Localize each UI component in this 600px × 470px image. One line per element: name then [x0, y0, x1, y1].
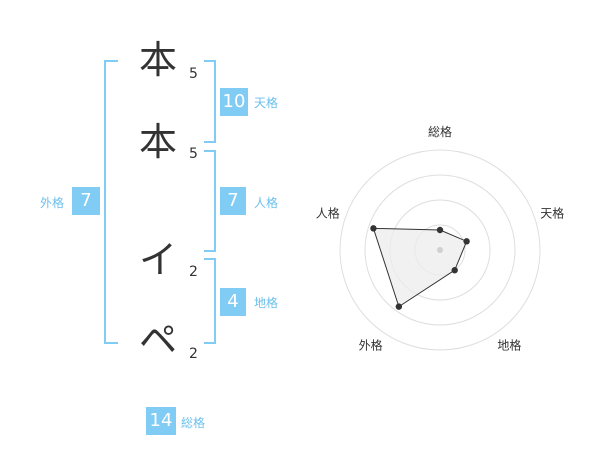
radar-center-dot	[437, 247, 443, 253]
radar-point-5	[370, 225, 377, 232]
chikaku-label: 地格	[254, 296, 279, 310]
soukaku-label: 総格	[181, 416, 206, 430]
radar-point-4	[395, 303, 403, 310]
name-char-4: ペ	[138, 318, 177, 362]
jinkaku-label: 人格	[254, 196, 279, 210]
stroke-count-4: 2	[189, 346, 198, 362]
jinkaku-value-box: 7	[220, 187, 246, 215]
name-char-3: イ	[138, 238, 177, 282]
name-char-2: 本	[138, 120, 177, 164]
radar-point-1	[436, 226, 444, 234]
stroke-count-3: 2	[189, 264, 198, 280]
radar-area	[372, 227, 468, 308]
radar-axis-label-2: 天格	[540, 206, 564, 221]
radar-ring-4	[339, 149, 541, 351]
radar-axis-label-3: 地格	[497, 337, 521, 352]
soukaku-value-box: 14	[146, 407, 176, 435]
radar-axis-label-1: 総格	[428, 124, 452, 139]
radar-ring-3	[364, 174, 516, 326]
chikaku-value-box: 4	[220, 288, 246, 316]
radar-point-2	[463, 238, 470, 245]
radar-axis-label-4: 外格	[359, 337, 383, 352]
tenkaku-bracket	[204, 60, 216, 143]
radar-axis-label-5: 人格	[316, 206, 340, 221]
chikaku-bracket	[204, 258, 216, 344]
name-char-1: 本	[138, 38, 177, 82]
radar-point-3	[451, 267, 458, 274]
jinkaku-bracket	[204, 150, 216, 252]
gaikaku-label: 外格	[40, 196, 65, 210]
gaikaku-bracket	[104, 60, 118, 344]
stroke-count-2: 5	[189, 146, 198, 162]
stroke-count-1: 5	[189, 66, 198, 82]
tenkaku-value-box: 10	[220, 88, 248, 116]
gaikaku-value-box: 7	[72, 187, 100, 215]
tenkaku-label: 天格	[254, 96, 279, 110]
